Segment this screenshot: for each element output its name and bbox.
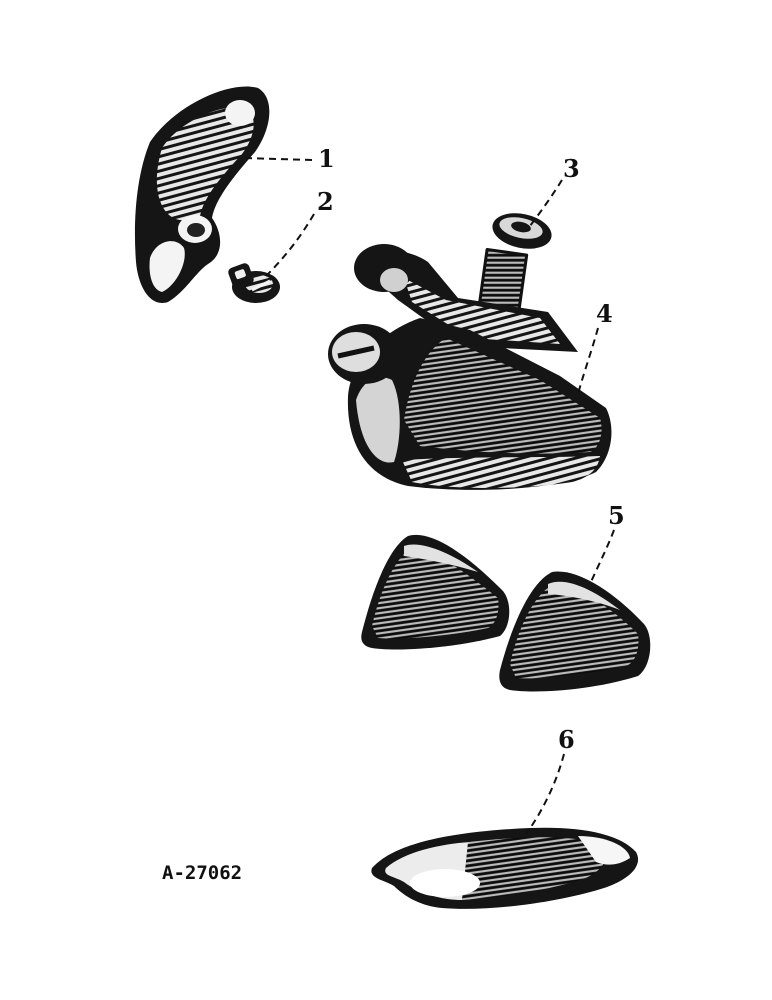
callout-2: 2 bbox=[317, 187, 334, 216]
callout-4: 4 bbox=[596, 299, 613, 328]
leader-3 bbox=[529, 179, 563, 227]
callout-1: 1 bbox=[318, 144, 335, 173]
leader-5 bbox=[589, 529, 615, 585]
part-4-mount-assembly-icon bbox=[328, 244, 612, 490]
leader-4 bbox=[577, 327, 599, 395]
leader-lines bbox=[243, 157, 615, 835]
figure-id: A-27062 bbox=[162, 862, 242, 884]
leader-6 bbox=[525, 753, 565, 835]
part-5-wedge-pair-icon bbox=[361, 534, 651, 692]
callout-5: 5 bbox=[608, 501, 625, 530]
part-2-screw-icon bbox=[228, 263, 280, 303]
part-1-curved-plate-icon bbox=[134, 86, 270, 303]
callout-6: 6 bbox=[558, 725, 575, 754]
leader-1 bbox=[243, 157, 313, 161]
callout-3: 3 bbox=[563, 154, 580, 183]
leader-2 bbox=[265, 213, 315, 277]
part-3-washer-icon bbox=[492, 213, 552, 249]
part-6-base-plate-icon bbox=[371, 827, 639, 909]
